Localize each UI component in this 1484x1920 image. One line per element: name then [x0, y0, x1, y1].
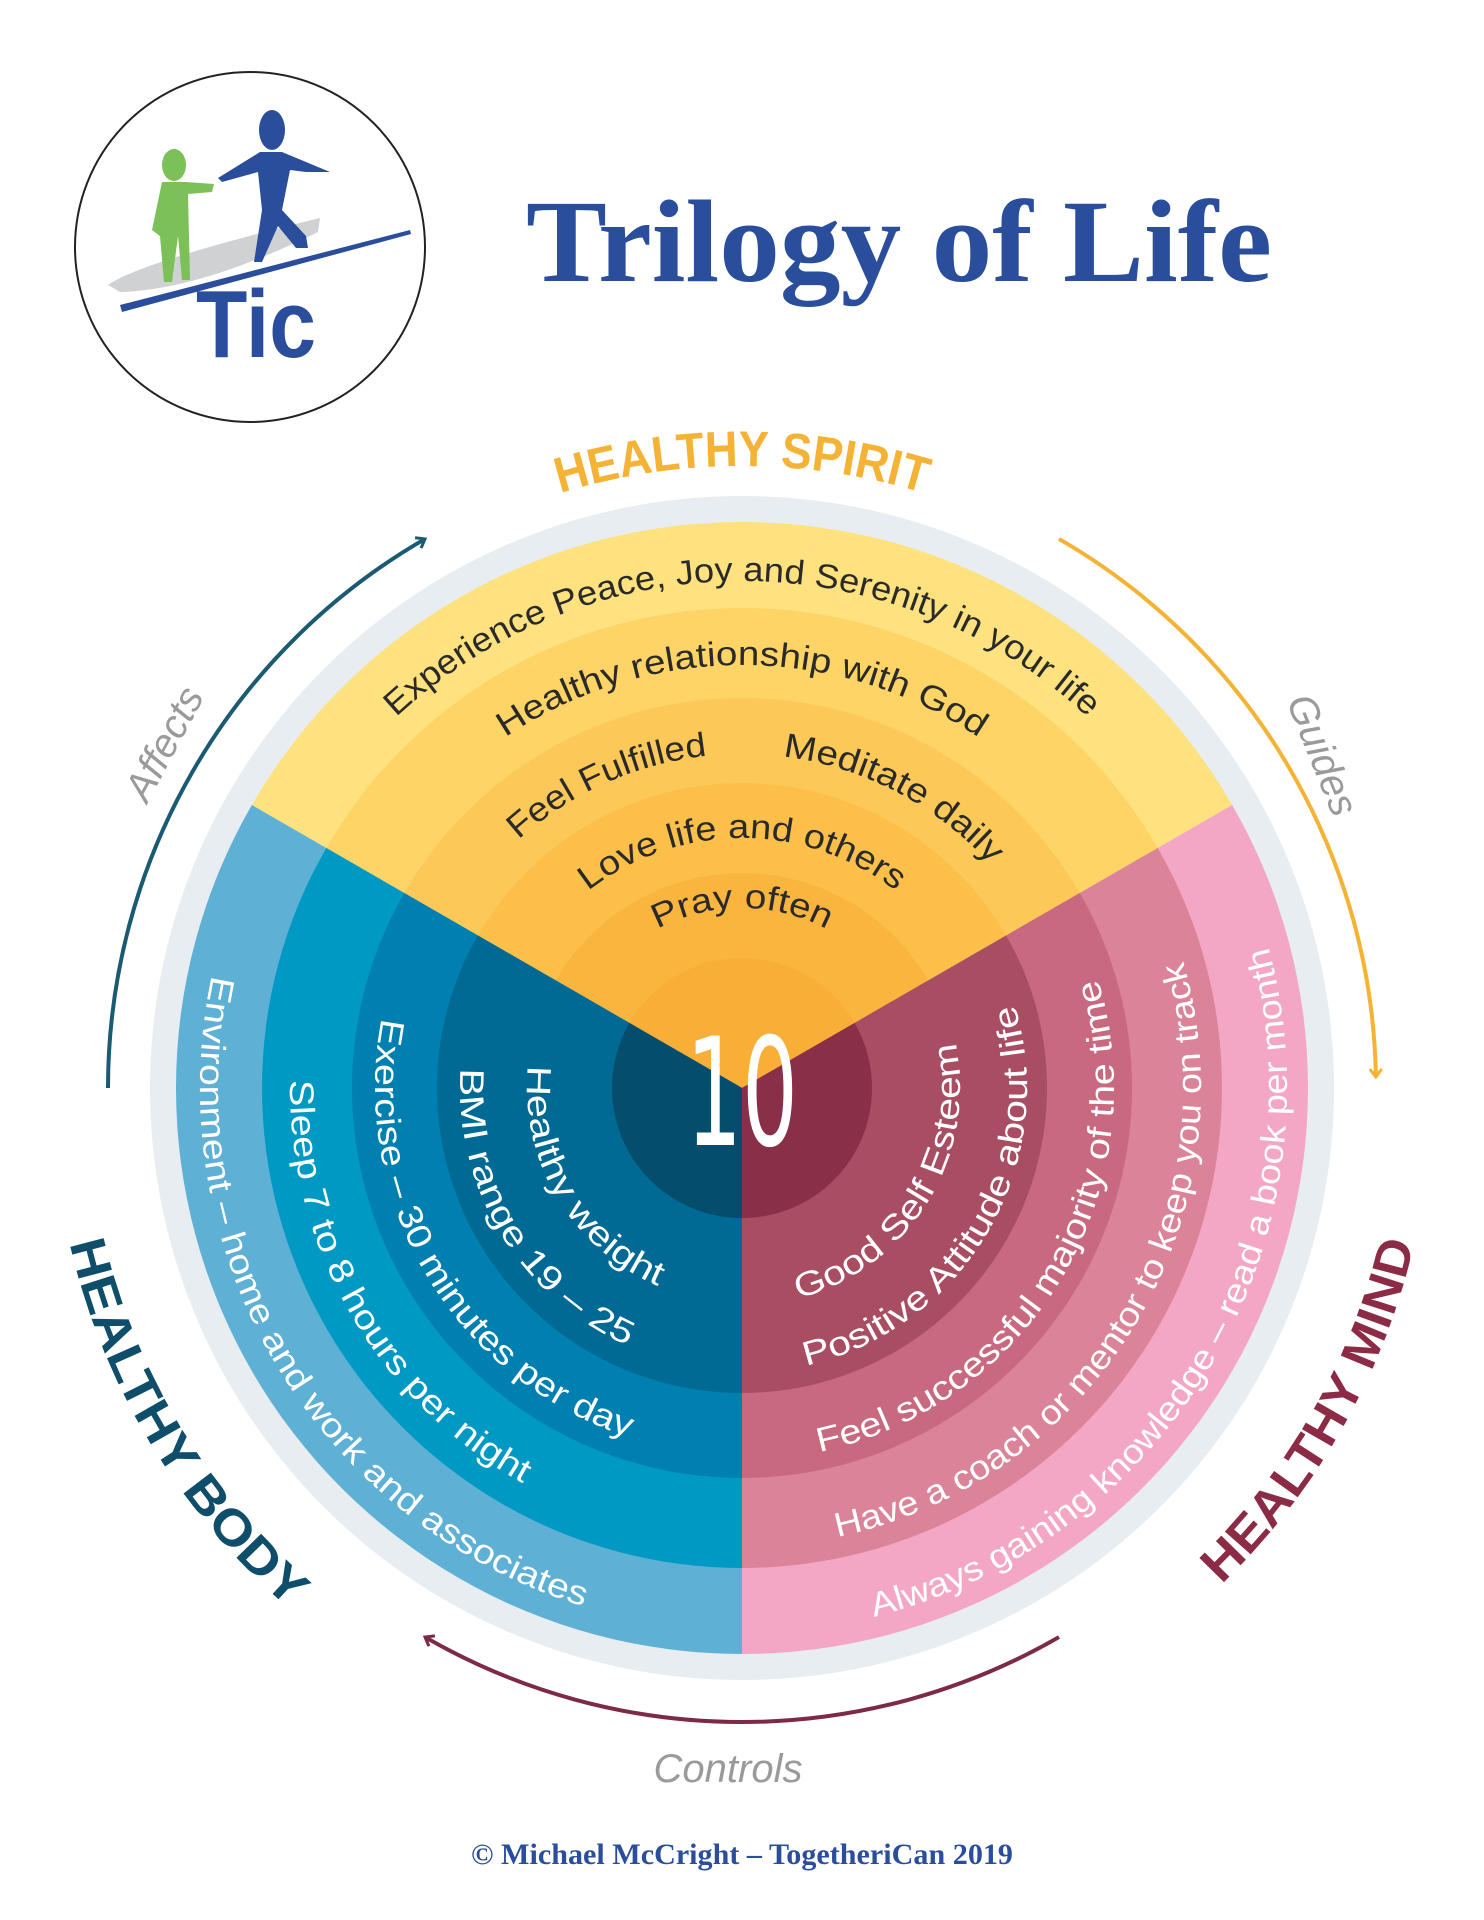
body-center-segment — [612, 1023, 742, 1218]
guides-arrow-icon — [1057, 537, 1376, 1077]
logo-beam — [120, 230, 411, 312]
healthy-spirit-label: HEALTHY SPIRIT — [548, 421, 936, 504]
page-title: Trilogy of Life — [526, 176, 1272, 307]
controls-label: Controls — [654, 1747, 803, 1791]
logo-green-figure-icon — [152, 149, 214, 282]
logo: Tic — [74, 71, 426, 423]
mind-center-segment — [742, 1023, 872, 1218]
logo-text: Tic — [196, 271, 316, 378]
affects-arrow-icon — [106, 539, 425, 1089]
logo-blue-figure-icon — [218, 110, 330, 262]
wheel — [176, 522, 1308, 1654]
center-score: 10 — [686, 1007, 798, 1181]
spirit-center-segment — [629, 958, 855, 1088]
controls-arrow-icon — [425, 1637, 1060, 1724]
guides-label: Guides — [1278, 688, 1366, 822]
copyright-text: © Michael McCright – TogetheriCan 2019 — [471, 1838, 1013, 1871]
affects-label: Affects — [115, 680, 212, 810]
